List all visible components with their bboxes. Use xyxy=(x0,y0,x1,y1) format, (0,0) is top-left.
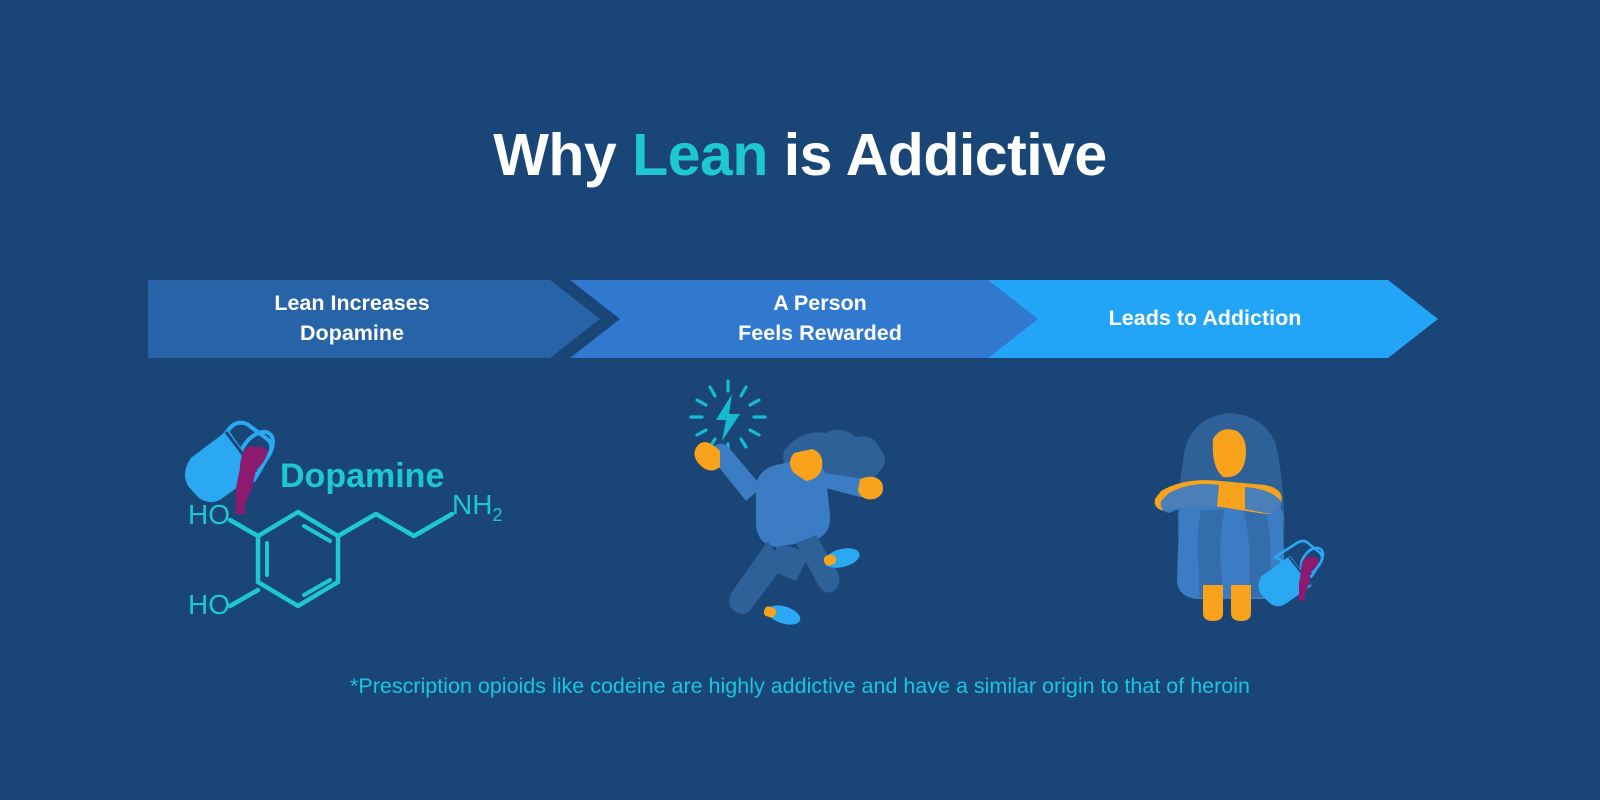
hand-extended xyxy=(858,476,883,500)
dopamine-molecule-svg: Dopamine xyxy=(185,420,502,620)
ankle-left xyxy=(763,606,777,618)
footnote-area: *Prescription opioids like codeine are h… xyxy=(0,674,1600,699)
illustrations-band: Dopamine xyxy=(0,375,1600,640)
dopamine-molecule-illustration: Dopamine xyxy=(180,410,510,625)
page-title-accent: Lean xyxy=(632,122,768,188)
step-label-2: A Person Feels Rewarded xyxy=(738,291,902,345)
page-title: Why Lean is Addictive xyxy=(0,126,1600,185)
leg-left xyxy=(729,541,784,614)
title-area: Why Lean is Addictive xyxy=(0,126,1600,185)
person-rewarded-svg xyxy=(689,379,885,625)
person-addicted-illustration xyxy=(1125,399,1340,629)
lightning-bolt-glyph xyxy=(716,394,740,441)
page-title-prefix: Why xyxy=(493,122,633,188)
step-chevron-leads-to-addiction: Leads to Addiction xyxy=(988,280,1438,358)
ankle-right xyxy=(823,554,837,566)
step-chevron-lean-increases-dopamine: Lean Increases Dopamine xyxy=(148,280,600,358)
leg-shading-left xyxy=(1197,509,1225,597)
dopamine-caption: Dopamine xyxy=(280,457,444,495)
sleeve-left xyxy=(1160,484,1219,513)
step-label-1: Lean Increases Dopamine xyxy=(274,291,430,345)
label-hydroxyl-bottom: HO xyxy=(188,589,230,620)
hips xyxy=(772,546,808,581)
arm-raised xyxy=(711,443,762,501)
face xyxy=(790,449,823,481)
lightning-bolt-burst-icon xyxy=(689,379,767,455)
leg-right xyxy=(796,535,840,593)
process-steps-row: Lean Increases Dopamine A Person Feels R… xyxy=(148,280,1438,358)
sleeve-right xyxy=(1245,487,1282,514)
footnote-text: *Prescription opioids like codeine are h… xyxy=(350,674,1250,698)
step-label-3: Leads to Addiction xyxy=(1108,306,1302,331)
capsule-icon xyxy=(185,420,275,514)
person-rewarded-illustration xyxy=(676,375,901,635)
face xyxy=(1212,429,1246,478)
foot-right xyxy=(1231,585,1251,621)
label-amine-subscript: 2 xyxy=(492,505,502,525)
person-addicted-svg xyxy=(1154,413,1325,621)
page-title-suffix: is Addictive xyxy=(767,122,1107,188)
step-chevron-person-feels-rewarded: A Person Feels Rewarded xyxy=(570,280,1070,358)
hand-raised xyxy=(694,442,720,471)
molecule-bonds xyxy=(227,509,455,609)
label-amine: NH2 xyxy=(452,489,502,525)
foot-left xyxy=(1203,585,1223,621)
label-hydroxyl-top: HO xyxy=(188,499,230,530)
capsule-icon-small xyxy=(1258,539,1325,607)
torso xyxy=(755,459,831,547)
